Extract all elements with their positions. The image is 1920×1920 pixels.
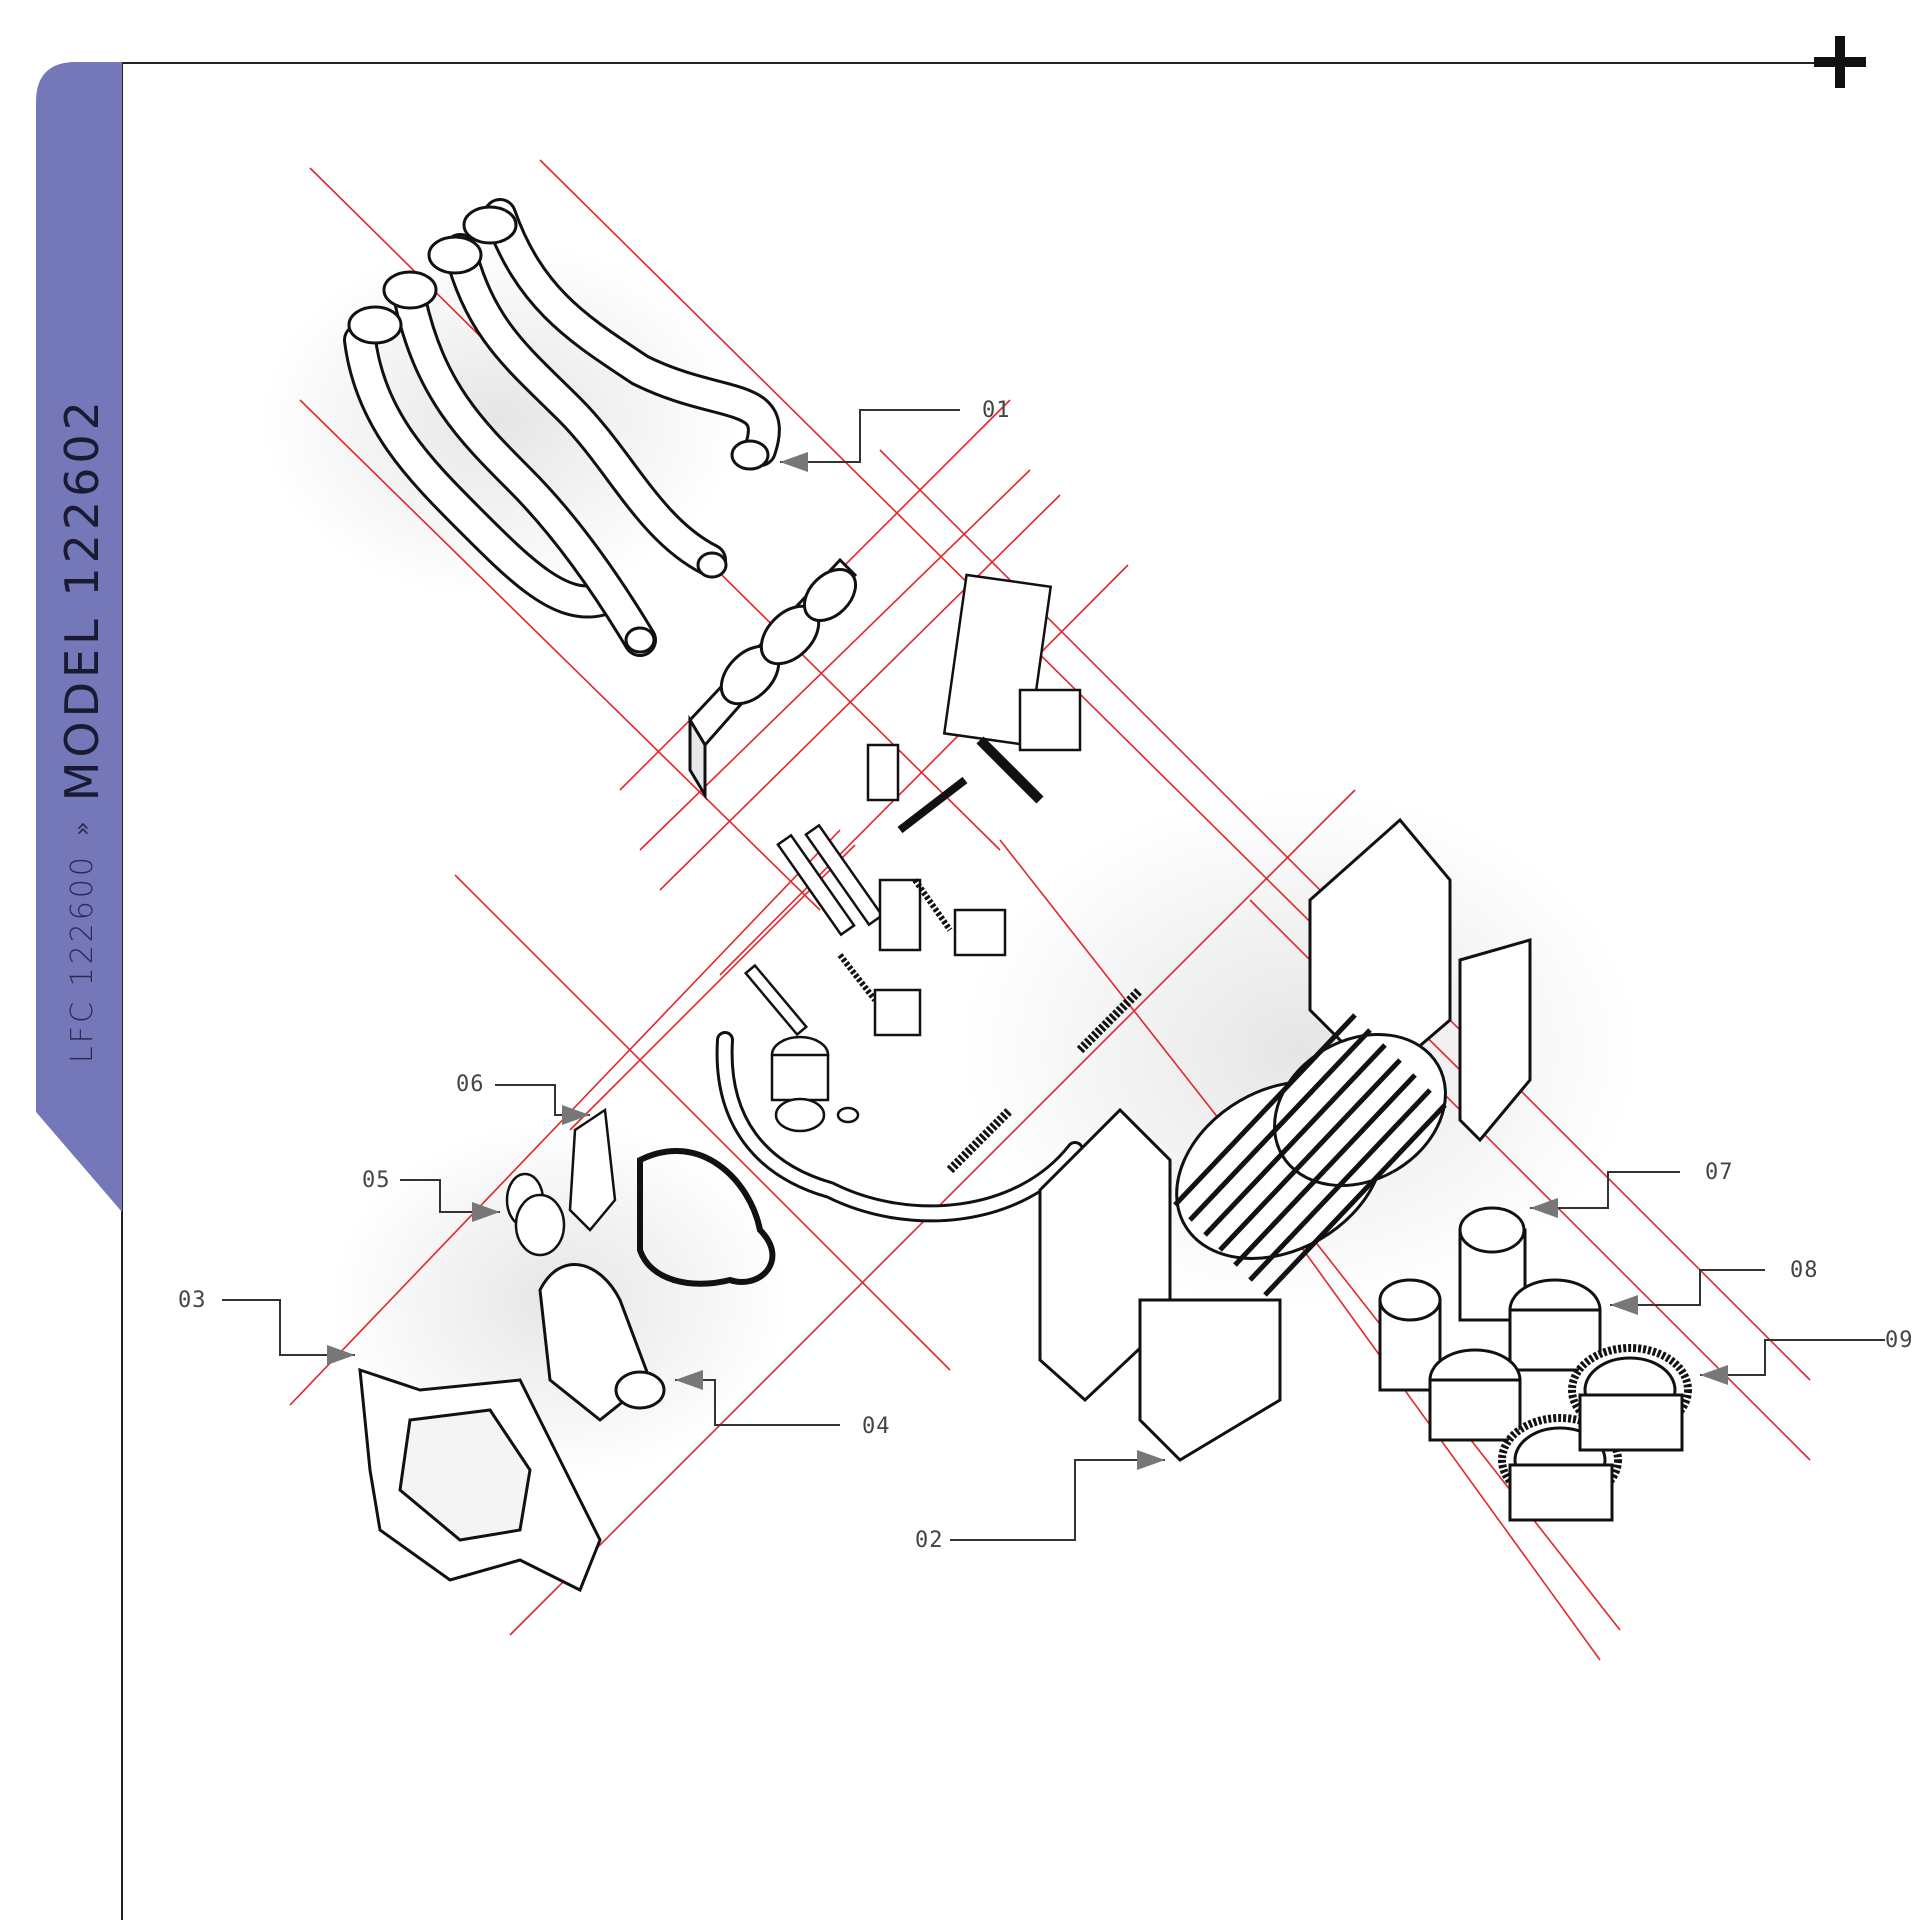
callout-06-label: 06: [456, 1072, 485, 1097]
leader-09: [1700, 1339, 1885, 1385]
cylinder-cap: [774, 1097, 826, 1133]
part-06-bracket: [568, 1107, 617, 1232]
leader-01: [780, 409, 960, 472]
leader-06: [495, 1084, 590, 1125]
small-hardware: [743, 743, 1144, 1174]
leader-03: [222, 1299, 355, 1365]
guide-line: [569, 844, 856, 1131]
spring-part: [837, 953, 878, 1002]
spring-part: [946, 1106, 1014, 1174]
leader-02: [950, 1450, 1165, 1541]
callout-05-label: 05: [362, 1168, 391, 1193]
leader-04: [675, 1370, 840, 1426]
plate-part: [878, 878, 922, 952]
linkage-tube-highlight: [718, 1034, 1081, 1220]
cylinder-body: [770, 1053, 830, 1102]
callout-04-label: 04: [862, 1414, 891, 1439]
callout-09-label: 09: [1885, 1328, 1914, 1353]
callout-leaders: [222, 409, 1885, 1541]
clip-part: [953, 908, 1007, 957]
rail-part: [743, 963, 809, 1037]
sidebar-tab-shape: [36, 62, 122, 1212]
part-05-caps: [505, 1172, 566, 1257]
leader-05: [400, 1179, 500, 1222]
part-08-sleeve: [1428, 1278, 1602, 1442]
spring-part: [912, 878, 953, 932]
sidebar-tab: [36, 62, 122, 1212]
rail-part: [776, 833, 856, 937]
guide-line: [719, 564, 1129, 976]
bolt-part: [897, 776, 968, 834]
nut-part: [836, 1106, 860, 1124]
rear-bracket-assembly: [942, 573, 1082, 804]
callout-02-label: 02: [915, 1528, 944, 1553]
guide-line: [659, 494, 1061, 891]
gear-inner: [1508, 1356, 1684, 1522]
clip-part: [873, 988, 922, 1037]
guide-line: [454, 874, 951, 1371]
spring-part: [1076, 986, 1144, 1054]
housing-fins: [1173, 1013, 1447, 1297]
leader-08: [1610, 1269, 1765, 1315]
part-04-dome-cover: [538, 1263, 666, 1422]
block-part: [866, 743, 900, 802]
rail-part: [804, 823, 884, 927]
gasket-ring: [637, 1147, 776, 1287]
intake-flange: [688, 557, 858, 801]
part-03-base-plate: [358, 1367, 602, 1593]
callout-07-label: 07: [1705, 1160, 1734, 1185]
guide-line: [299, 399, 821, 911]
callout-08-label: 08: [1790, 1258, 1819, 1283]
plus-icon[interactable]: [1808, 30, 1872, 94]
cylinder-gear-set: [1378, 1206, 1692, 1522]
callout-01-label: 01: [982, 398, 1011, 423]
leader-07: [1530, 1171, 1680, 1218]
callout-03-label: 03: [178, 1288, 207, 1313]
part-01-manifold: [343, 198, 781, 657]
